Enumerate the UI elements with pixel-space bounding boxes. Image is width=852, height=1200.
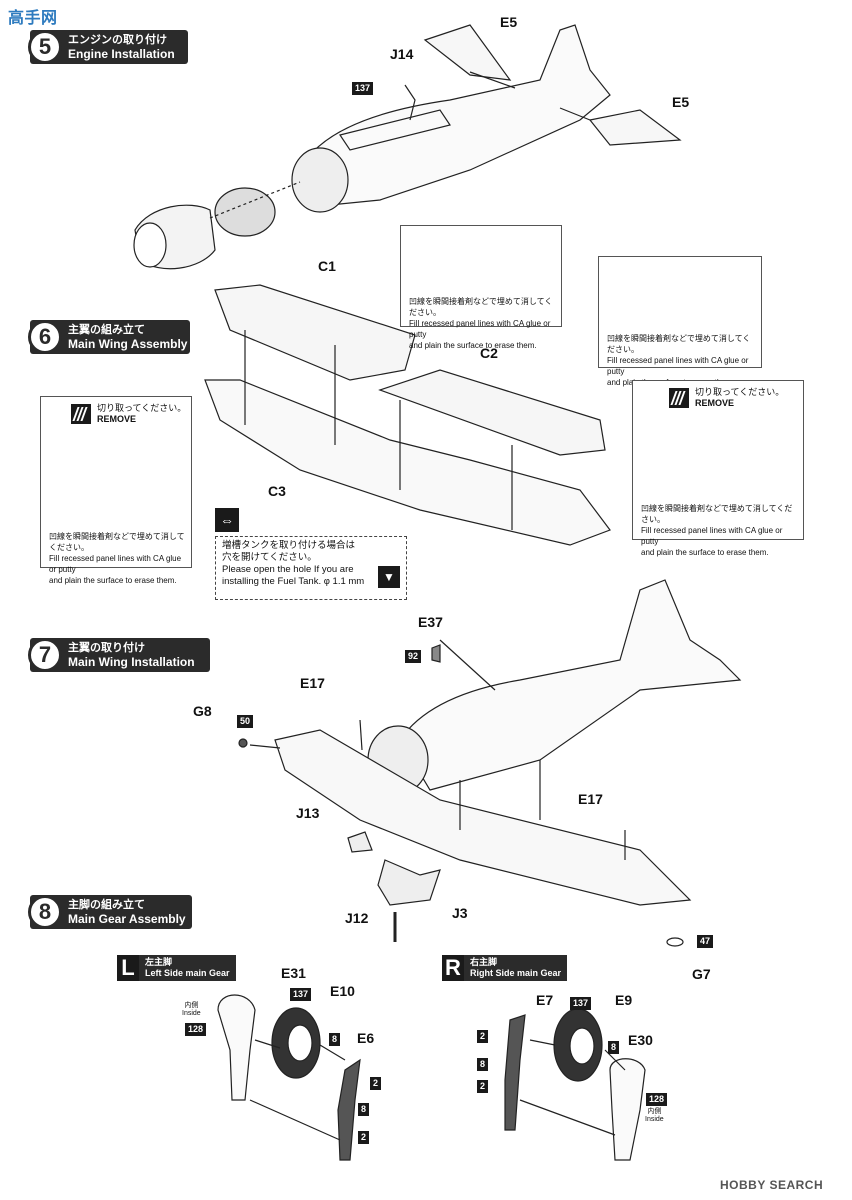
- part-label: E7: [536, 992, 554, 1008]
- paint-badge: 50: [237, 715, 254, 728]
- part-label: E30: [628, 1032, 653, 1048]
- cut-icon: [71, 404, 91, 424]
- part-label: E5: [672, 94, 690, 110]
- part-label: J3: [452, 905, 468, 921]
- remove-jp: 切り取ってください。: [695, 387, 785, 397]
- note-jp: 増槽タンクを取り付ける場合は: [222, 540, 356, 551]
- note-en: Please open the hole If you are: [222, 564, 354, 575]
- side-en: Right Side main Gear: [470, 968, 562, 978]
- cut-icon: [669, 388, 689, 408]
- fuel-tank-note: 増槽タンクを取り付ける場合は 穴を開けてください。 Please open th…: [215, 536, 407, 600]
- part-label: G8: [193, 703, 212, 719]
- part-label: E17: [578, 791, 603, 807]
- part-label: G7: [692, 966, 711, 982]
- note-en: Fill recessed panel lines with CA glue o…: [641, 526, 783, 546]
- note-en: Fill recessed panel lines with CA glue o…: [49, 554, 182, 574]
- remove-en: REMOVE: [97, 414, 137, 424]
- drill-hole-icon: ⇔: [215, 508, 239, 532]
- part-label: E6: [357, 1030, 375, 1046]
- part-label: C3: [268, 483, 286, 499]
- note-jp: 凹線を瞬間接着剤などで埋めて消してください。: [49, 532, 185, 552]
- paint-badge: 8: [329, 1033, 341, 1046]
- part-label: C2: [480, 345, 498, 361]
- paint-badge: 137: [570, 997, 592, 1010]
- fill-note-box: 凹線を瞬間接着剤などで埋めて消してください。Fill recessed pane…: [598, 256, 762, 387]
- remove-fill-box: 切り取ってください。REMOVE 凹線を瞬間接着剤などで埋めて消してください。F…: [632, 380, 804, 557]
- remove-fill-box: 切り取ってください。REMOVE 凹線を瞬間接着剤などで埋めて消してください。F…: [40, 396, 192, 585]
- paint-badge: 2: [477, 1030, 489, 1043]
- paint-badge: 137: [290, 988, 312, 1001]
- paint-badge: 8: [477, 1058, 489, 1071]
- note-jp: 凹線を瞬間接着剤などで埋めて消してください。: [409, 297, 553, 317]
- note-jp: 凹線を瞬間接着剤などで埋めて消してください。: [607, 334, 751, 354]
- note-en: Fill recessed panel lines with CA glue o…: [409, 319, 551, 339]
- paint-badge: 92: [405, 650, 422, 663]
- part-label: E9: [615, 992, 633, 1008]
- note-en: installing the Fuel Tank. φ 1.1 mm: [222, 576, 365, 587]
- paint-badge: 2: [370, 1077, 382, 1090]
- side-letter: L: [117, 955, 139, 981]
- part-label: E5: [500, 14, 518, 30]
- step-number: 8: [28, 895, 62, 929]
- paint-badge: 8: [608, 1041, 620, 1054]
- part-label: E31: [281, 965, 306, 981]
- step-title-en: Engine Installation: [68, 47, 175, 61]
- step-title-en: Main Wing Installation: [68, 655, 195, 669]
- paint-badge: 128: [185, 1023, 207, 1036]
- step-title-en: Main Wing Assembly: [68, 337, 188, 351]
- watermark-bottom: HOBBY SEARCH: [720, 1178, 824, 1192]
- paint-badge: 47: [697, 935, 714, 948]
- step-number: 5: [28, 30, 62, 64]
- part-label: J13: [296, 805, 320, 821]
- paint-badge: 137: [352, 82, 374, 95]
- note-en: and plain the surface to erase them.: [641, 548, 769, 557]
- step-title-jp: 主翼の取り付け: [68, 642, 145, 654]
- paint-badge: 128: [646, 1093, 668, 1106]
- step-title-en: Main Gear Assembly: [68, 912, 186, 926]
- side-en: Left Side main Gear: [145, 968, 230, 978]
- drill-icon: ▼: [378, 566, 400, 588]
- paint-badge: 2: [477, 1080, 489, 1093]
- part-label: C1: [318, 258, 336, 274]
- part-label: E17: [300, 675, 325, 691]
- remove-en: REMOVE: [695, 398, 735, 408]
- note-en: Fill recessed panel lines with CA glue o…: [607, 356, 749, 376]
- step-title-jp: 主脚の組み立て: [68, 899, 145, 911]
- step-title-jp: 主翼の組み立て: [68, 324, 145, 336]
- side-jp: 左主脚: [145, 957, 173, 967]
- note-jp: 穴を開けてください。: [222, 552, 317, 563]
- part-label: E37: [418, 614, 443, 630]
- paint-badge: 2: [358, 1131, 370, 1144]
- part-label: J14: [390, 46, 414, 62]
- part-label: J12: [345, 910, 369, 926]
- fill-note-box: 凹線を瞬間接着剤などで埋めて消してください。Fill recessed pane…: [400, 225, 562, 350]
- watermark-top: 高手网: [8, 10, 58, 27]
- part-label: E10: [330, 983, 355, 999]
- step-number: 7: [28, 638, 62, 672]
- note-en: and plain the surface to erase them.: [409, 341, 537, 350]
- step-title-jp: エンジンの取り付け: [68, 34, 167, 46]
- side-letter: R: [442, 955, 464, 981]
- note-en: and plain the surface to erase them.: [49, 576, 177, 585]
- side-jp: 右主脚: [470, 957, 498, 967]
- step-number: 6: [28, 320, 62, 354]
- note-jp: 凹線を瞬間接着剤などで埋めて消してください。: [641, 504, 793, 524]
- remove-jp: 切り取ってください。: [97, 403, 187, 413]
- paint-badge: 8: [358, 1103, 370, 1116]
